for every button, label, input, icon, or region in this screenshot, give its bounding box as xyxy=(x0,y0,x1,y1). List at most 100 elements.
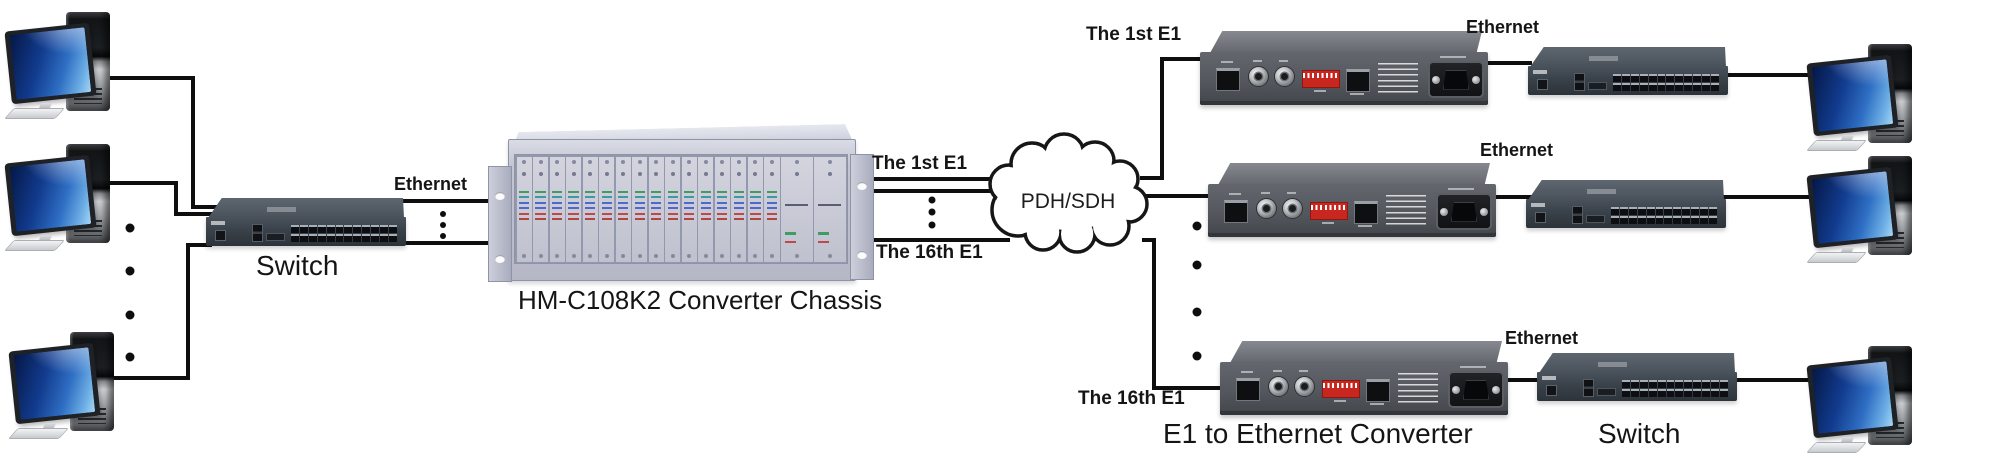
led-label-row xyxy=(551,196,563,198)
card-led xyxy=(538,171,543,176)
port-label-mark xyxy=(1370,403,1384,405)
switch-device-right2 xyxy=(1526,180,1726,230)
led-label-row xyxy=(651,190,662,193)
led-label-row xyxy=(750,218,761,220)
card-screw xyxy=(736,253,741,258)
card-screw xyxy=(604,253,609,258)
card-screw xyxy=(794,253,799,258)
card-screw xyxy=(555,253,560,258)
card-led xyxy=(637,171,642,176)
card-led xyxy=(588,171,593,176)
card-led-labels xyxy=(766,190,778,220)
monitor-icon xyxy=(4,154,97,237)
card-status-row xyxy=(818,240,830,243)
led-label-row xyxy=(618,218,629,220)
sfp-slot xyxy=(1586,215,1605,223)
rj45-port xyxy=(1630,74,1639,82)
rj45-port xyxy=(1693,389,1702,397)
converter-card xyxy=(731,156,747,262)
port-label-mark xyxy=(1253,60,1262,62)
rj45-port xyxy=(1646,216,1655,224)
switch-label-left: Switch xyxy=(256,250,339,281)
rj45-port xyxy=(308,234,317,242)
rj45-port xyxy=(1648,83,1657,91)
rj45-port xyxy=(1691,207,1700,215)
switch-device-left xyxy=(206,198,406,248)
port-label-mark xyxy=(1314,90,1326,92)
led-label-row xyxy=(684,190,695,193)
card-screw xyxy=(654,253,659,258)
converter-card xyxy=(714,156,730,262)
dip-switch xyxy=(1302,70,1340,88)
rj45-port xyxy=(344,225,353,233)
led-label-row xyxy=(634,196,645,198)
rj45-port xyxy=(299,234,308,242)
port-label-mark xyxy=(1241,371,1253,373)
led-label-row xyxy=(700,201,711,204)
port-label-mark xyxy=(1261,192,1270,194)
card-screw xyxy=(654,159,659,164)
rj45-port xyxy=(308,225,317,233)
card-screw xyxy=(588,159,593,164)
switch-top-button xyxy=(266,207,297,212)
card-screw xyxy=(720,253,725,258)
led-label-row xyxy=(634,212,645,215)
console-port xyxy=(1537,79,1548,90)
ellipsis-dot xyxy=(928,196,936,204)
card-led-labels xyxy=(601,190,612,220)
rj45-port xyxy=(1675,380,1684,388)
rj45-port xyxy=(1611,207,1619,215)
sfp-slot xyxy=(1597,388,1616,396)
led-label-row xyxy=(634,201,645,204)
led-label-row xyxy=(585,196,596,198)
monitor-icon xyxy=(4,22,97,105)
card-led-labels xyxy=(535,190,546,220)
led-label-row xyxy=(667,212,678,215)
rj45-port xyxy=(1702,83,1711,91)
port-label-mark xyxy=(1440,56,1466,58)
card-led xyxy=(720,171,725,176)
led-label-row xyxy=(700,218,711,220)
led-label-row xyxy=(684,218,695,220)
port-label-mark xyxy=(1287,192,1296,194)
switch-top-face xyxy=(1530,47,1726,67)
switch-front-face xyxy=(1528,66,1728,95)
rj45-port xyxy=(1648,380,1657,388)
management-card xyxy=(814,156,846,262)
rj45-port xyxy=(1628,216,1637,224)
e1-rj45-port xyxy=(1224,200,1248,223)
led-label-row xyxy=(717,218,728,220)
rj45-port xyxy=(1655,216,1664,224)
monitor-icon xyxy=(8,342,101,425)
chassis-caption: HM-C108K2 Converter Chassis xyxy=(518,285,883,315)
ellipsis-dot xyxy=(125,266,135,276)
led-label-row xyxy=(535,207,546,209)
rj45-port xyxy=(1711,83,1719,91)
card-screw xyxy=(571,253,576,258)
dip-switch xyxy=(1322,380,1360,398)
monitor-screen xyxy=(1811,361,1894,434)
led-label-row xyxy=(766,196,778,198)
led-label-row xyxy=(518,212,530,215)
rj45-port xyxy=(317,225,326,233)
rj45-port xyxy=(1709,207,1717,215)
rj45-port xyxy=(1664,207,1673,215)
rj45-port xyxy=(362,225,371,233)
led-label-row xyxy=(585,201,596,204)
led-label-row xyxy=(766,212,778,215)
rj45-port xyxy=(389,225,397,233)
card-led xyxy=(555,171,560,176)
card-screw xyxy=(571,159,576,164)
spec-text-block xyxy=(1378,63,1418,94)
computer-icon xyxy=(1806,342,1914,454)
card-screw xyxy=(703,253,708,258)
led-label-row xyxy=(518,190,530,193)
keyboard-icon xyxy=(1806,251,1867,263)
rj45-port xyxy=(1675,389,1684,397)
rj45-port xyxy=(317,234,326,242)
monitor-screen xyxy=(13,347,96,420)
rj45-port xyxy=(1684,389,1693,397)
converter-card xyxy=(582,156,598,262)
rj45-port xyxy=(1639,83,1648,91)
rj45-port xyxy=(1648,389,1657,397)
